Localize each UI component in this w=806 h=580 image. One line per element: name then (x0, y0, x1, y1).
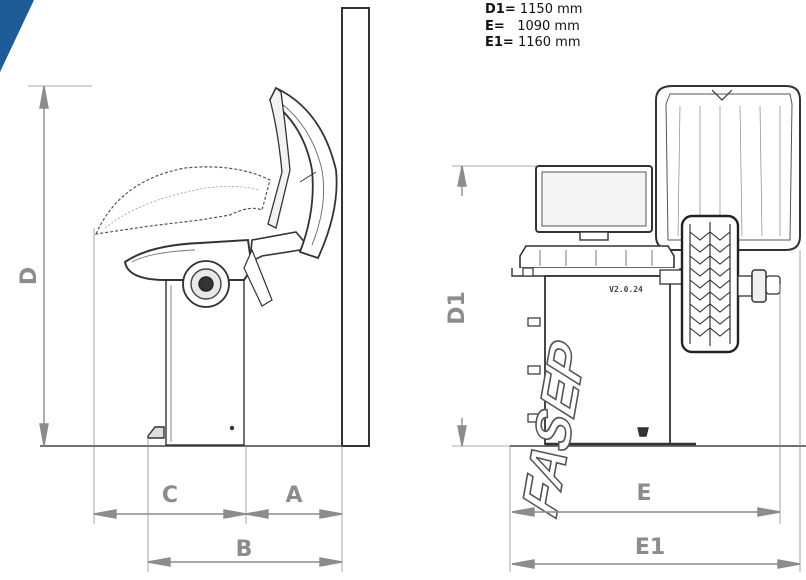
dimension-D-label: D (17, 267, 42, 285)
spec-row-E1: E1= 1160 mm (485, 35, 582, 52)
pedestal-dot (229, 425, 235, 431)
guard-raised-rib (281, 103, 325, 246)
dimension-E-label: E (636, 481, 651, 506)
cone (737, 275, 753, 297)
dimension-B-label: B (236, 537, 253, 562)
wall (341, 7, 370, 447)
guard-handle (711, 89, 733, 101)
spindle-shaft (198, 276, 214, 292)
weight-tray (519, 245, 675, 269)
locking-nut (751, 269, 767, 303)
guard-raised-edge (267, 86, 291, 229)
foot-pedal (147, 426, 165, 439)
spec-list: D1= 1150 mm E= 1090 mm E1= 1160 mm (485, 2, 582, 52)
wheel-guard-lowered (95, 166, 271, 235)
nut-handle (765, 275, 781, 295)
spec-row-D1: D1= 1150 mm (485, 2, 582, 19)
dimension-D1-label: D1 (445, 291, 470, 325)
dimension-E1-label: E1 (635, 535, 665, 560)
tray-compartments (539, 250, 653, 266)
dimension-C-label: C (162, 483, 178, 508)
cabinet-lock (637, 427, 649, 437)
monitor-stand (579, 231, 609, 241)
wheel-guard-raised (268, 86, 338, 260)
spec-key: D1= (485, 2, 516, 17)
guard-arm (249, 231, 308, 264)
side-view (40, 7, 370, 447)
dimension-A-label: A (285, 483, 302, 508)
spec-value: 1090 mm (517, 18, 580, 34)
weight-pegs (522, 267, 541, 423)
corner-accent (0, 0, 34, 72)
spec-row-E: E= 1090 mm (485, 19, 582, 36)
guard-bracket (243, 248, 273, 307)
guard-front-inner (665, 93, 793, 241)
guard-lowered-rib (104, 186, 259, 229)
dimension-D (28, 85, 92, 447)
spec-key: E= (485, 18, 505, 34)
spec-key: E1= (485, 35, 514, 50)
dimension-D1 (452, 165, 536, 447)
front-view (509, 85, 806, 572)
head-detail (131, 249, 196, 263)
monitor-screen (541, 171, 647, 227)
model-label: V2.0.24 (609, 285, 643, 294)
spec-value: 1160 mm (517, 35, 581, 50)
tire-chevrons (689, 231, 731, 337)
spec-value: 1150 mm (519, 2, 583, 17)
dimensions-bottom-right (511, 250, 801, 572)
cabinet (544, 275, 671, 445)
guard-front-ribs (677, 105, 781, 237)
shaft-housing (659, 269, 685, 285)
guard-raised-detail (299, 171, 317, 183)
dimensions-bottom-left (93, 228, 343, 572)
tray-lip (511, 268, 681, 277)
